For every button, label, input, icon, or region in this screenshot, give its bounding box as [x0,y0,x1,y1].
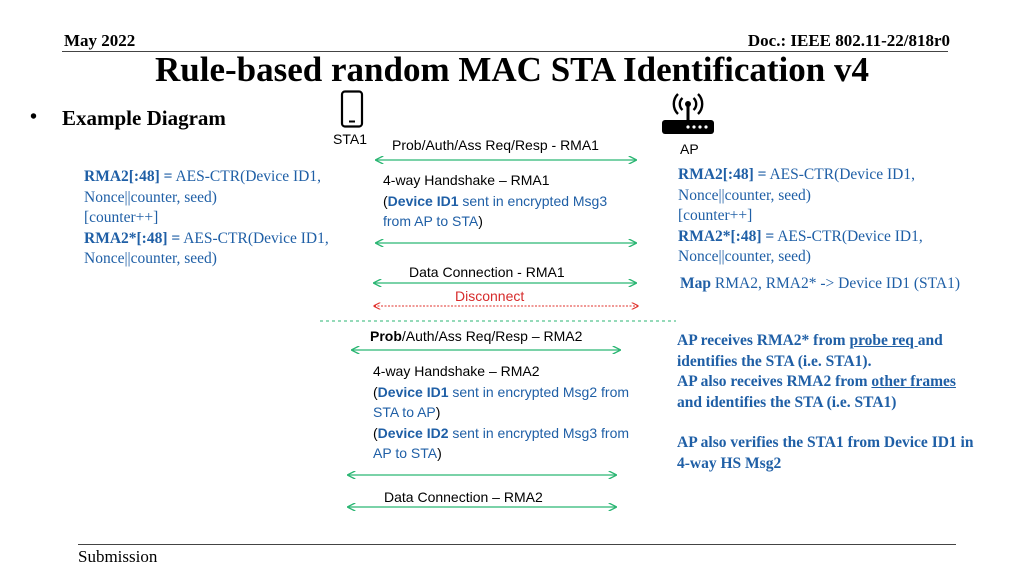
sta-calc-line-1: RMA2[:48] = AES-CTR(Device ID1, [84,167,374,188]
ap-calc-bold-1: RMA2[:48] = [678,166,767,183]
ap-calc-line-1: RMA2[:48] = AES-CTR(Device ID1, [678,165,998,186]
ap-note-3a: AP also receives RMA2 from [677,373,872,390]
ap-note-line-1: AP receives RMA2* from probe req and [677,331,1017,352]
msg-data-rma2: Data Connection – RMA2 [384,489,543,505]
hs2-device-id2: Device ID2 [377,424,449,441]
hs2-line-1: 4-way Handshake – RMA2 [373,363,540,379]
ap-note-line-5: AP also verifies the STA1 from Device ID… [677,434,974,451]
wifi-router-icon [660,84,716,143]
hs1-line-2: (Device ID1 sent in encrypted Msg3 [383,191,653,212]
hs2-m2-line3: STA to AP [373,404,436,420]
ap-note-line-4: and identifies the STA (i.e. STA1) [677,393,897,411]
msg-probe-rma2: Prob/Auth/Ass Req/Resp – RMA2 [370,326,582,347]
header-rule [62,51,948,52]
sta-calc-bold-4: RMA2*[:48] = [84,229,181,247]
ap-note-probe-req: probe req [849,332,918,349]
sta-calc-line-2: Nonce||counter, seed) [84,188,217,206]
msg-probe-rma1: Prob/Auth/Ass Req/Resp - RMA1 [392,137,599,153]
hs2-device-id1: Device ID1 [377,383,449,400]
sta-calc-rest-1: AES-CTR(Device ID1, [172,168,321,185]
sta-calc-bold-1: RMA2[:48] = [84,168,173,185]
ap-calc-rest-4: AES-CTR(Device ID1, [774,227,923,245]
msg-handshake-rma2: 4-way Handshake – RMA2 (Device ID1 sent … [373,361,673,464]
hs2-m2-rest: sent in encrypted Msg2 from [448,383,630,400]
ap-calc-line-4: RMA2*[:48] = AES-CTR(Device ID1, [678,227,998,248]
hs1-open: ( [383,192,388,209]
ap-map-rest: RMA2, RMA2* -> Device ID1 (STA1) [711,275,961,292]
sta-calc-rest-4: AES-CTR(Device ID1, [180,229,329,247]
probe2-rest: /Auth/Ass Req/Resp – RMA2 [401,328,583,344]
ap-note-spacer [677,413,1017,433]
hs1-line-3-text: from AP to STA [383,213,479,229]
hs2-line-4: (Device ID2 sent in encrypted Msg3 from [373,423,673,444]
page-title: Rule-based random MAC STA Identification… [155,50,869,89]
hs2-m3-rest: sent in encrypted Msg3 from [448,424,630,441]
hs2-line-2: (Device ID1 sent in encrypted Msg2 from [373,382,673,403]
hs1-rest: sent in encrypted Msg3 [458,192,608,209]
ap-rma-calculation: RMA2[:48] = AES-CTR(Device ID1, Nonce||c… [678,165,998,268]
ap-note-line-6: 4-way HS Msg2 [677,454,782,472]
sta-calc-line-4: RMA2*[:48] = AES-CTR(Device ID1, [84,229,374,250]
ap-note-line-3: AP also receives RMA2 from other frames [677,372,1017,393]
ap-note-other-frames: other frames [871,373,956,390]
sta-rma-calculation: RMA2[:48] = AES-CTR(Device ID1, Nonce||c… [84,167,374,270]
msg-data-rma1: Data Connection - RMA1 [409,264,565,280]
hs2-line-5: AP to STA) [373,443,673,464]
hs2-m3-close: ) [437,445,442,461]
smartphone-icon [340,90,364,133]
ap-note-line-2: identifies the STA (i.e. STA1). [677,352,872,370]
hs1-device-id: Device ID1 [387,192,459,209]
hs1-line-1: 4-way Handshake – RMA1 [383,172,550,188]
probe2-bold: Prob [370,328,402,344]
ap-calc-bold-4: RMA2*[:48] = [678,227,775,245]
ap-calc-rest-1: AES-CTR(Device ID1, [766,166,915,183]
bullet-example-diagram: Example Diagram [62,106,226,130]
hs1-close: ) [478,213,483,229]
ap-calc-line-5: Nonce||counter, seed) [678,248,811,265]
hs2-m2-close: ) [435,404,441,420]
header-doc-id: Doc.: IEEE 802.11-22/818r0 [747,31,950,50]
footer-submission: Submission [78,547,158,566]
ap-calc-line-2: Nonce||counter, seed) [678,186,811,204]
msg-disconnect: Disconnect [455,288,525,304]
sta-calc-line-3: [counter++] [84,209,159,226]
ap-note-1a: AP receives RMA2* from [677,332,850,349]
hs2-m3-line5: AP to STA [373,445,438,461]
footer-rule [78,544,956,545]
ap-calc-line-3: [counter++] [678,207,753,224]
header-date: May 2022 [64,31,136,50]
ap-map-line: Map RMA2, RMA2* -> Device ID1 (STA1) [680,274,1010,295]
ap-label: AP [680,141,699,157]
hs1-line-3: from AP to STA) [383,211,653,232]
msg-handshake-rma1: 4-way Handshake – RMA1 (Device ID1 sent … [383,170,653,232]
ap-identification-notes: AP receives RMA2* from probe req and ide… [677,331,1017,474]
bullet-symbol: • [30,106,38,128]
hs2-m2-open: ( [373,383,378,400]
hs2-m3-open: ( [373,424,378,441]
hs2-line-3: STA to AP) [373,402,673,423]
sta-label: STA1 [333,131,367,147]
ap-map-bold: Map [680,275,711,292]
sta-calc-line-5: Nonce||counter, seed) [84,250,217,267]
ap-note-1b: and [917,332,943,349]
